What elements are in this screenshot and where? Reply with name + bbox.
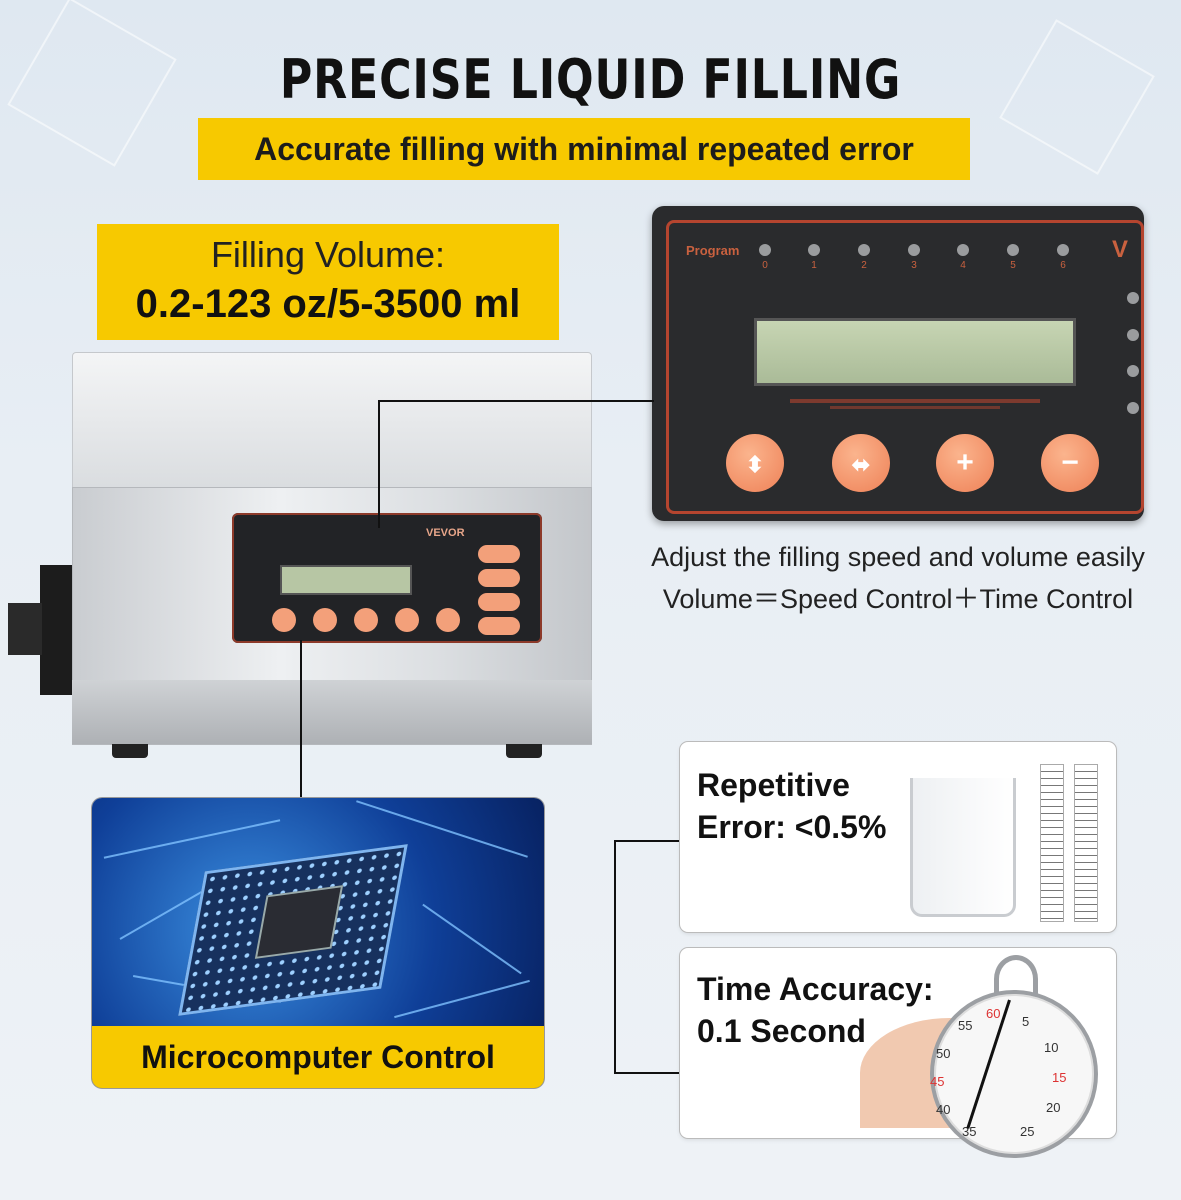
repetitive-error-line2: Error: <0.5% [697,809,887,845]
machine-button [313,608,337,632]
program-led [759,244,771,256]
plus-button: + [936,434,994,492]
adjust-caption-line2: Volume＝Speed Control＋Time Control [662,584,1134,614]
program-number: 0 [762,260,768,271]
stopwatch-number: 10 [1044,1040,1059,1055]
adjust-caption: Adjust the filling speed and volume easi… [628,536,1168,620]
left-right-arrows-button: ⬌ [832,434,890,492]
measuring-scale [1074,764,1098,922]
machine-pipe-connector [8,603,42,655]
adjust-caption-line1: Adjust the filling speed and volume easi… [651,542,1145,572]
circuit-trace [422,903,522,975]
program-number: 2 [861,260,867,271]
connector-line [614,1072,680,1074]
minus-icon: − [1061,446,1079,479]
machine-button [354,608,378,632]
program-led [908,244,920,256]
program-led [1057,244,1069,256]
stopwatch-number: 25 [1020,1124,1035,1139]
machine-foot [506,744,542,758]
panel-logo: V [1112,236,1129,263]
program-led [1007,244,1019,256]
machine-button [272,608,296,632]
stopwatch-number: 45 [930,1074,945,1089]
machine-foot [112,744,148,758]
page-subtitle: Accurate filling with minimal repeated e… [254,131,914,167]
page-title: PRECISE LIQUID FILLING [279,48,902,111]
program-number: 4 [960,260,966,271]
program-number: 5 [1010,260,1016,271]
filling-volume-value: 0.2-123 oz/5-3500 ml [135,282,521,326]
stopwatch-icon [930,990,1098,1158]
stopwatch-number: 15 [1052,1070,1067,1085]
circuit-trace [394,979,530,1019]
connector-line [378,400,380,528]
machine-button [395,608,419,632]
stopwatch-number: 35 [962,1124,977,1139]
plus-icon: + [956,446,974,479]
program-number: 1 [811,260,817,271]
program-led [957,244,969,256]
machine-oval-button [478,593,520,611]
connector-line [300,640,302,798]
stopwatch-number: 50 [936,1046,951,1061]
program-label: Program [686,243,740,258]
measuring-scale [1040,764,1064,922]
lcd-display [754,318,1076,386]
status-led [1127,365,1139,377]
machine-brand-logo: VEVOR [426,527,465,539]
measuring-beaker [910,778,1016,917]
program-number: 6 [1060,260,1066,271]
repetitive-error-text: Repetitive Error: <0.5% [697,764,886,848]
circuit-trace [103,819,281,859]
machine-top-cover [72,352,592,492]
microcomputer-label: Microcomputer Control [141,1039,495,1075]
machine-lcd-display [280,565,412,595]
machine-pipe [40,565,74,695]
program-led [858,244,870,256]
microcomputer-banner [92,1026,544,1088]
machine-oval-button [478,569,520,587]
minus-button: − [1041,434,1099,492]
filling-volume-label: Filling Volume: [210,234,446,275]
left-right-arrows-icon: ⬌ [851,452,871,477]
time-accuracy-line2: 0.1 Second [697,1013,866,1049]
subtitle-banner [198,118,970,180]
machine-oval-button [478,617,520,635]
connector-line [614,840,680,842]
control-panel-border [666,220,1144,514]
stopwatch-number: 40 [936,1102,951,1117]
connector-line [614,840,616,1072]
time-accuracy-text: Time Accuracy: 0.1 Second [697,968,934,1052]
machine-base [72,680,592,744]
stopwatch-number: 20 [1046,1100,1061,1115]
time-accuracy-line1: Time Accuracy: [697,971,934,1007]
panel-fine-print [770,396,1060,412]
up-down-arrows-icon: ⬍ [745,452,765,477]
program-number: 3 [911,260,917,271]
status-led [1127,329,1139,341]
machine-oval-button [478,545,520,563]
status-led [1127,292,1139,304]
program-led [808,244,820,256]
status-led [1127,402,1139,414]
filling-volume-banner [97,224,559,340]
stopwatch-number: 55 [958,1018,973,1033]
up-down-arrows-button: ⬍ [726,434,784,492]
repetitive-error-line1: Repetitive [697,767,850,803]
stopwatch-number: 60 [986,1006,1001,1021]
processor-die [254,885,344,959]
stopwatch-number: 5 [1022,1014,1030,1029]
connector-line [378,400,654,402]
machine-button [436,608,460,632]
